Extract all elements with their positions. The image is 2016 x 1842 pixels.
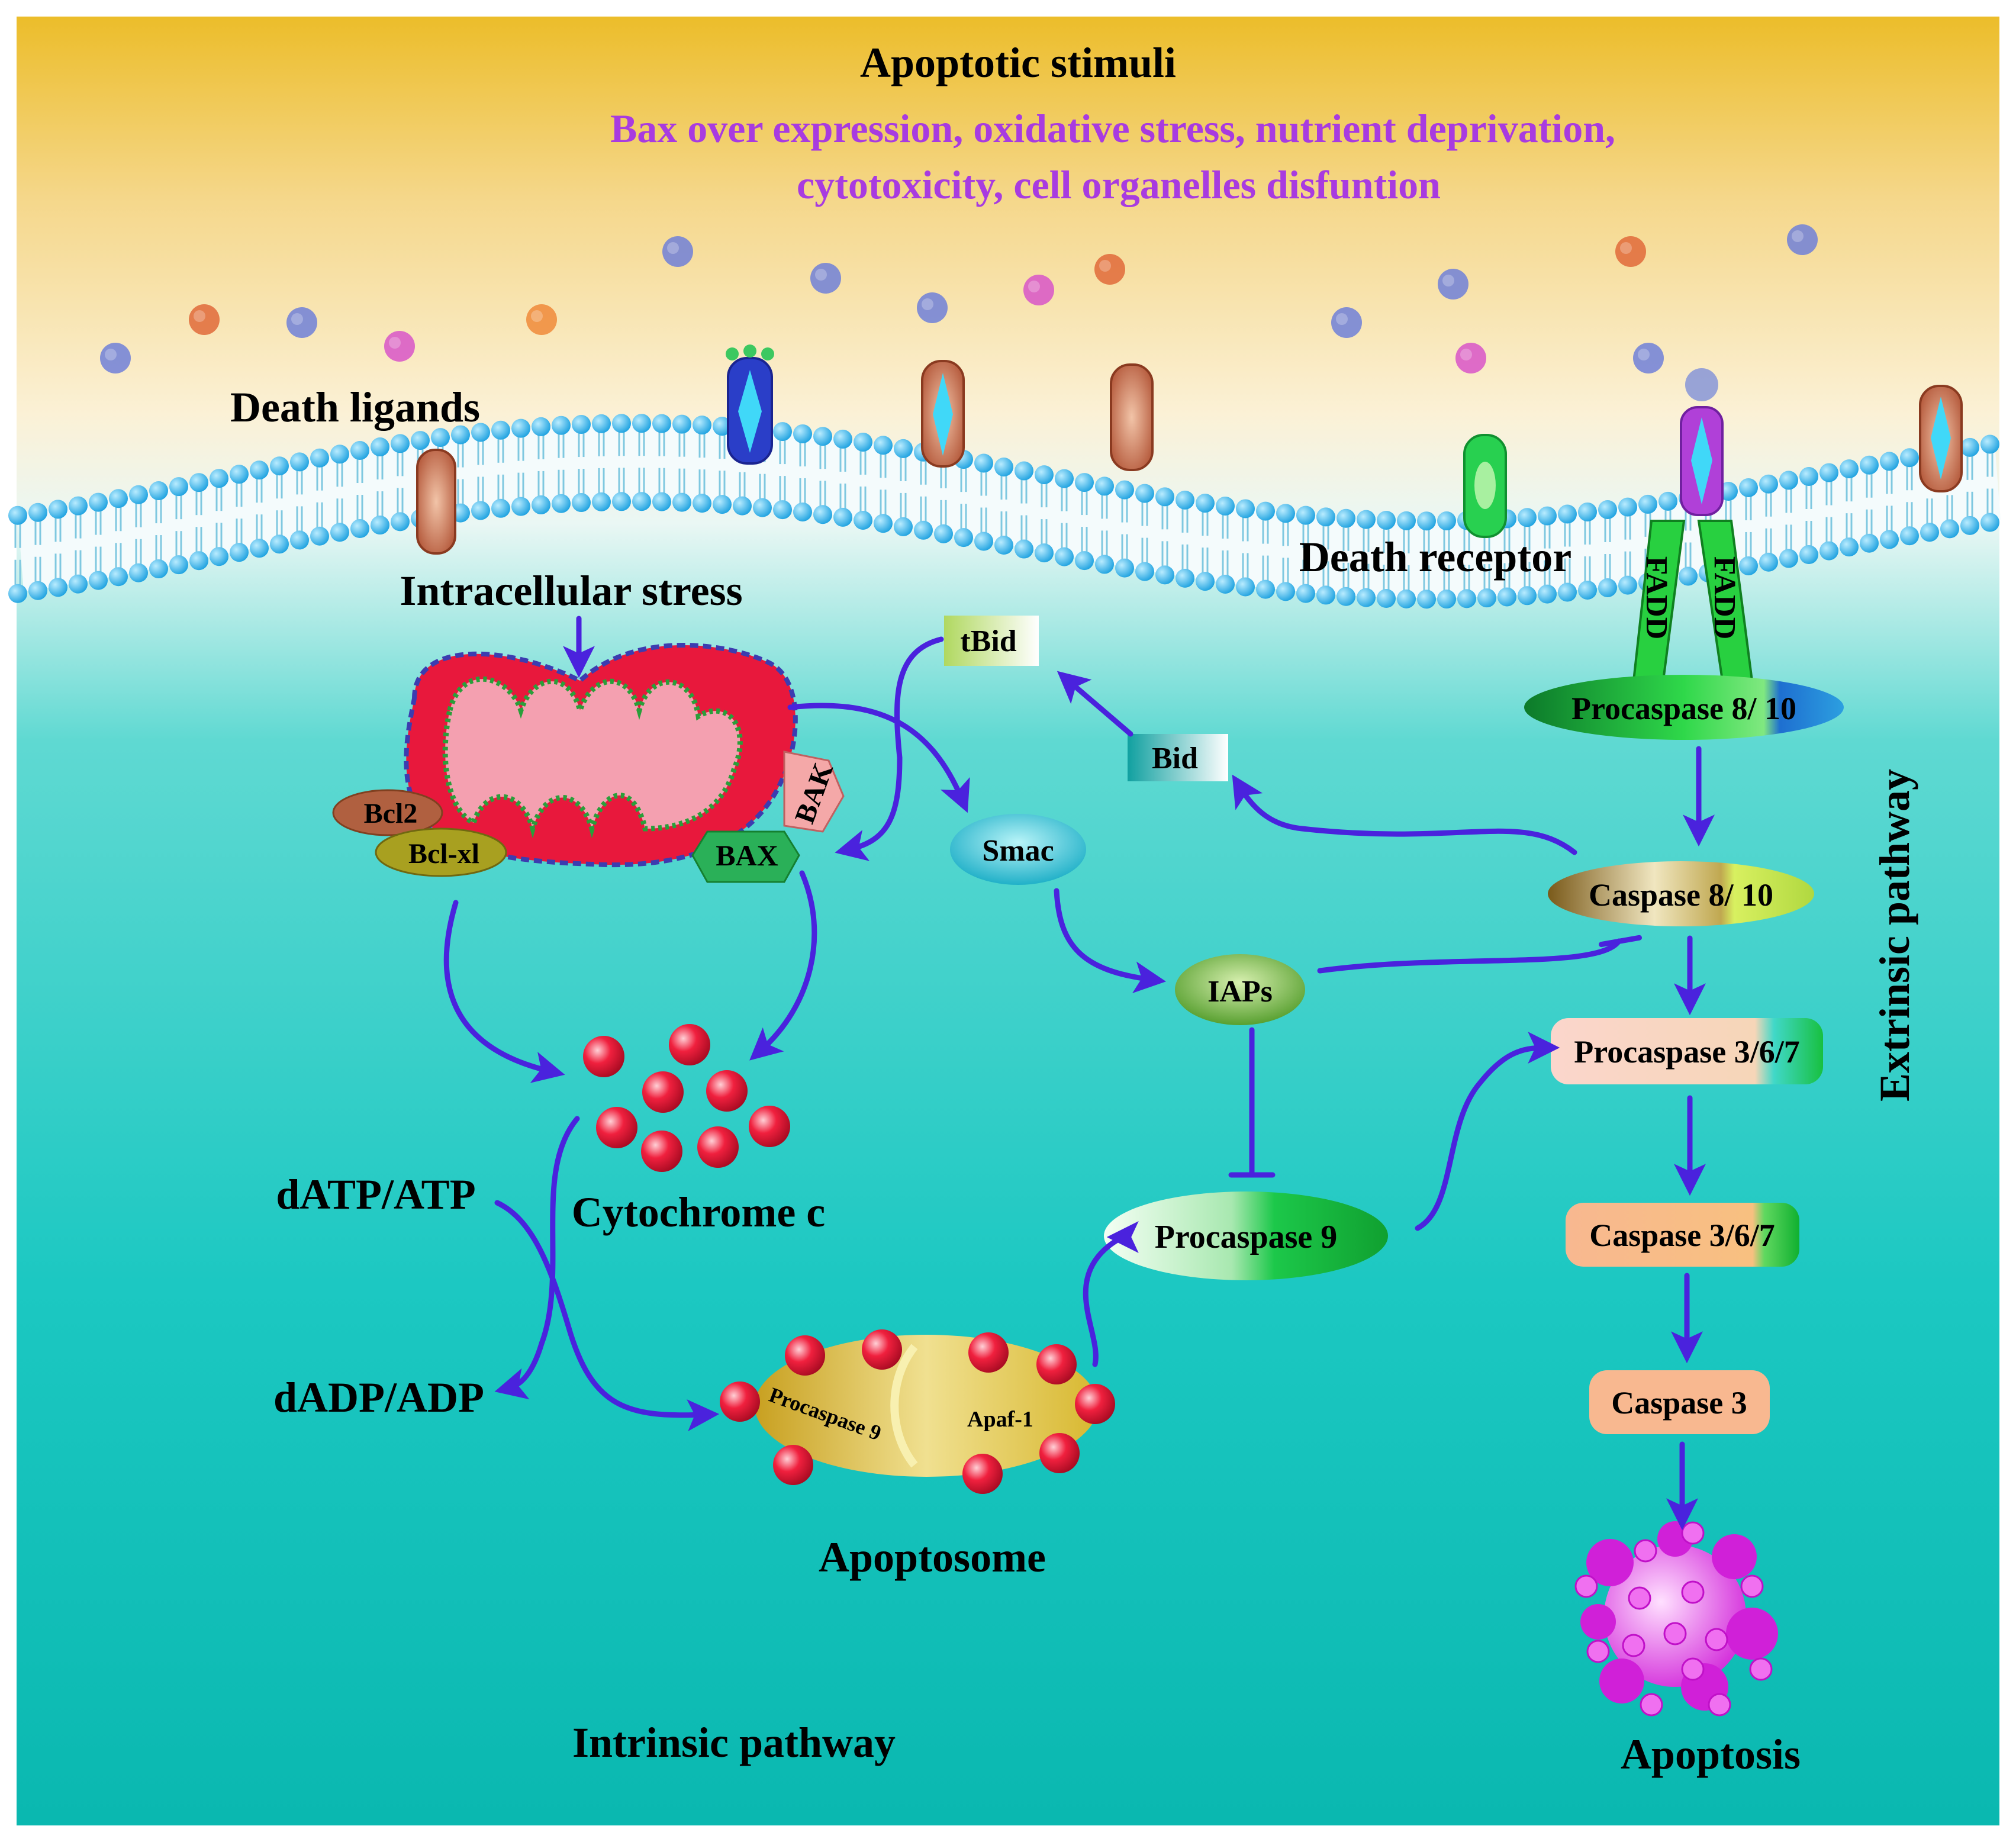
bak-protein: BAK (783, 751, 845, 833)
arrow-tbid-to-bax (835, 636, 944, 861)
caspase-3-6-7-node: Caspase 3/6/7 (1566, 1203, 1799, 1267)
membrane-protein-3 (1110, 363, 1154, 471)
apoptosome-cytochrome-c (720, 1329, 1115, 1494)
svg-text:tBid: tBid (960, 624, 1016, 658)
svg-text:Procaspase 3/6/7: Procaspase 3/6/7 (1574, 1034, 1799, 1070)
stimuli-list-line2: cytotoxicity, cell organelles disfuntion (797, 162, 1441, 207)
iaps-node: IAPs (1175, 954, 1305, 1025)
smac-node: Smac (950, 814, 1086, 885)
mitochondrion (404, 643, 798, 867)
svg-text:Bcl-xl: Bcl-xl (408, 838, 479, 870)
membrane-protein-4 (1919, 385, 1963, 492)
apoptosome-complex: Procaspase 9 Apaf-1 (755, 1335, 1098, 1477)
caspase-8-10-node: Caspase 8/ 10 (1548, 861, 1814, 926)
svg-text:Procaspase 9: Procaspase 9 (1155, 1219, 1338, 1255)
arrow-bax-to-cyto (749, 870, 817, 1061)
svg-text:Bcl2: Bcl2 (364, 798, 418, 829)
arrow-casp810-to-bid (1232, 774, 1577, 855)
svg-text:Bid: Bid (1152, 742, 1198, 775)
datp-label: dATP/ATP (276, 1171, 475, 1218)
svg-text:FADD: FADD (1640, 556, 1673, 640)
death-ligand-particles (100, 224, 1818, 373)
arrow-apoptosome-to-procasp9 (1083, 1221, 1139, 1367)
arrow-cyto-to-dadp (494, 1116, 580, 1400)
svg-text:Procaspase 8/ 10: Procaspase 8/ 10 (1571, 691, 1796, 726)
arrow-procasp9-to-procasp367 (1415, 1032, 1560, 1231)
bcl2-protein: Bcl2 (332, 789, 443, 836)
intrinsic-pathway-label: Intrinsic pathway (572, 1719, 896, 1766)
svg-text:IAPs: IAPs (1207, 975, 1273, 1009)
membrane-protein-1 (416, 449, 456, 555)
svg-text:Apaf-1: Apaf-1 (967, 1407, 1033, 1432)
bid-node: Bid (1128, 734, 1228, 781)
svg-text:Caspase 3/6/7: Caspase 3/6/7 (1589, 1218, 1775, 1253)
procaspase-3-6-7-node: Procaspase 3/6/7 (1551, 1018, 1823, 1084)
cytochrome-c-cluster (583, 1024, 790, 1172)
stimuli-title: Apoptotic stimuli (860, 39, 1176, 86)
apoptosis-label: Apoptosis (1621, 1731, 1801, 1778)
dadp-label: dADP/ADP (273, 1374, 484, 1421)
arrow-smac-to-iaps (1054, 888, 1166, 994)
bclxl-protein: Bcl-xl (375, 827, 507, 877)
arrow-bid-to-tbid (1057, 671, 1133, 737)
apoptosome-label: Apoptosome (819, 1534, 1046, 1581)
cytochrome-c-label: Cytochrome c (572, 1189, 826, 1236)
arrow-bcl-to-cyto (443, 900, 565, 1083)
inhibit-casp810-iaps-bar (1598, 935, 1642, 948)
arrow-datp-to-apoptosome (494, 1200, 720, 1432)
caspase-3-node: Caspase 3 (1589, 1370, 1770, 1434)
tbid-node: tBid (944, 616, 1039, 666)
apoptotic-cell-icon (1574, 1521, 1778, 1717)
procaspase-8-10-node: Procaspase 8/ 10 (1524, 675, 1844, 740)
membrane-protein-blue (726, 344, 774, 465)
stimuli-list-line1: Bax over expression, oxidative stress, n… (610, 106, 1615, 151)
extrinsic-pathway-label: Extrinsic pathway (1871, 769, 1918, 1102)
death-receptor-label: Death receptor (1299, 533, 1571, 581)
svg-text:Caspase 3: Caspase 3 (1611, 1385, 1747, 1421)
membrane-protein-2 (921, 360, 965, 468)
svg-text:Smac: Smac (982, 834, 1054, 868)
pathway-arrows (443, 616, 1715, 1531)
svg-text:BAX: BAX (716, 839, 778, 872)
svg-text:Caspase 8/ 10: Caspase 8/ 10 (1589, 877, 1773, 913)
procaspase-9-node: Procaspase 9 (1104, 1191, 1388, 1280)
death-ligands-label: Death ligands (230, 384, 480, 431)
intracellular-stress-label: Intracellular stress (400, 567, 742, 614)
death-receptor-protein (1680, 368, 1724, 516)
membrane-protein-green (1463, 434, 1507, 538)
bax-protein: BAX (691, 830, 800, 883)
inhibit-casp810-iaps (1317, 938, 1622, 974)
cell-membrane (8, 414, 2001, 609)
svg-text:FADD: FADD (1708, 556, 1741, 640)
